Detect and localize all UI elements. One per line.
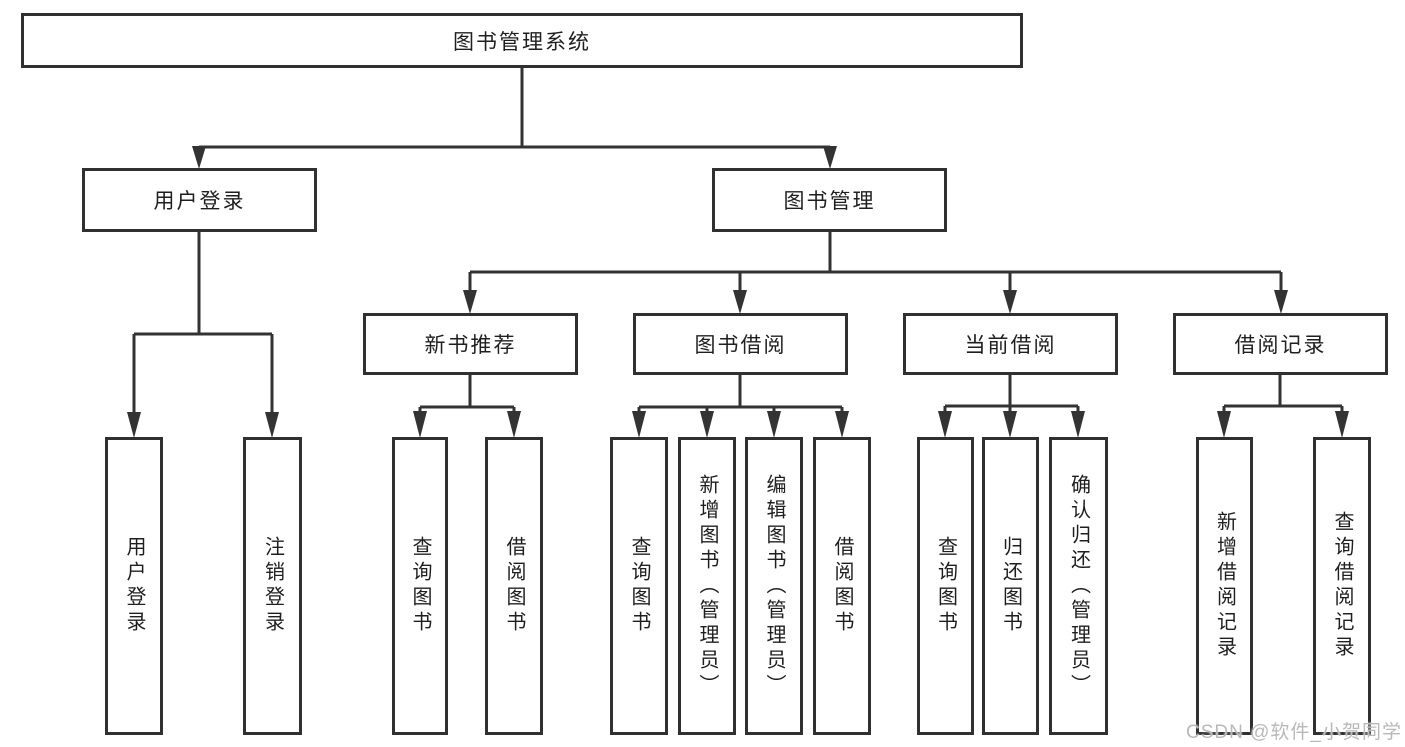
leaf-query-books: 查询图书 (917, 437, 974, 735)
leaf-borrow-books: 借阅图书 (485, 437, 543, 735)
edge-lines (132, 68, 1344, 414)
leaf-confirm-return-admin: 确认归还（管理员） (1049, 437, 1108, 735)
leaf-borrow-books: 借阅图书 (813, 437, 871, 735)
arrow-down-icon (632, 411, 646, 438)
node-label: 注销登录 (261, 536, 284, 636)
arrow-down-icon (413, 411, 427, 438)
node-label: 借阅记录 (1234, 334, 1327, 357)
arrow-down-icon (938, 411, 952, 438)
node-current-borrowing: 当前借阅 (903, 313, 1118, 375)
node-label: 借阅图书 (503, 536, 525, 636)
node-label: 新增借阅记录 (1213, 511, 1236, 661)
arrow-down-icon (1003, 290, 1017, 314)
node-label: 用户登录 (153, 190, 246, 213)
leaf-query-books: 查询图书 (392, 437, 448, 735)
arrow-down-icon (1071, 411, 1085, 438)
leaf-user-login: 用户登录 (105, 437, 163, 735)
node-label: 查询图书 (628, 536, 650, 636)
node-system-root: 图书管理系统 (21, 13, 1023, 68)
arrow-down-icon (1003, 411, 1017, 438)
leaf-edit-books-admin: 编辑图书（管理员） (745, 437, 803, 735)
leaf-return-books: 归还图书 (982, 437, 1039, 735)
node-label: 归还图书 (999, 536, 1022, 636)
node-label: 确认归还（管理员） (1067, 473, 1090, 699)
node-label: 图书管理 (783, 190, 876, 213)
node-label: 图书管理系统 (453, 30, 591, 54)
arrow-down-icon (507, 411, 521, 438)
arrow-down-icon (733, 290, 747, 314)
arrow-down-icon (1217, 411, 1231, 438)
node-label: 用户登录 (123, 536, 145, 636)
node-label: 编辑图书（管理员） (763, 473, 785, 699)
arrow-down-icon (463, 290, 477, 314)
node-book-borrowing: 图书借阅 (633, 313, 848, 375)
node-label: 新增图书（管理员） (696, 473, 718, 699)
arrowheads (127, 146, 1349, 438)
leaf-query-books: 查询图书 (610, 437, 668, 735)
node-book-management-module: 图书管理 (712, 168, 947, 232)
arrow-down-icon (700, 411, 714, 438)
leaf-query-borrow-record: 查询借阅记录 (1313, 437, 1371, 735)
node-label: 图书借阅 (694, 334, 787, 357)
arrow-down-icon (767, 411, 781, 438)
arrow-down-icon (835, 411, 849, 438)
node-label: 借阅图书 (831, 536, 853, 636)
node-label: 当前借阅 (964, 334, 1057, 357)
node-label: 查询图书 (934, 536, 957, 636)
node-label: 查询借阅记录 (1331, 511, 1353, 661)
leaf-logout: 注销登录 (243, 437, 302, 735)
leaf-add-borrow-record: 新增借阅记录 (1196, 437, 1253, 735)
arrow-down-icon (823, 146, 837, 169)
arrow-down-icon (1335, 411, 1349, 438)
arrow-down-icon (265, 412, 279, 438)
node-new-book-recommend: 新书推荐 (363, 313, 578, 375)
node-user-login-module: 用户登录 (82, 168, 317, 232)
leaf-add-books-admin: 新增图书（管理员） (678, 437, 736, 735)
node-label: 新书推荐 (424, 334, 517, 357)
arrow-down-icon (192, 146, 206, 169)
watermark: CSDN @软件_小贺同学 (1186, 722, 1402, 743)
arrow-down-icon (127, 412, 141, 438)
node-label: 查询图书 (409, 536, 431, 636)
arrow-down-icon (1274, 290, 1288, 314)
node-borrow-records: 借阅记录 (1173, 313, 1388, 375)
